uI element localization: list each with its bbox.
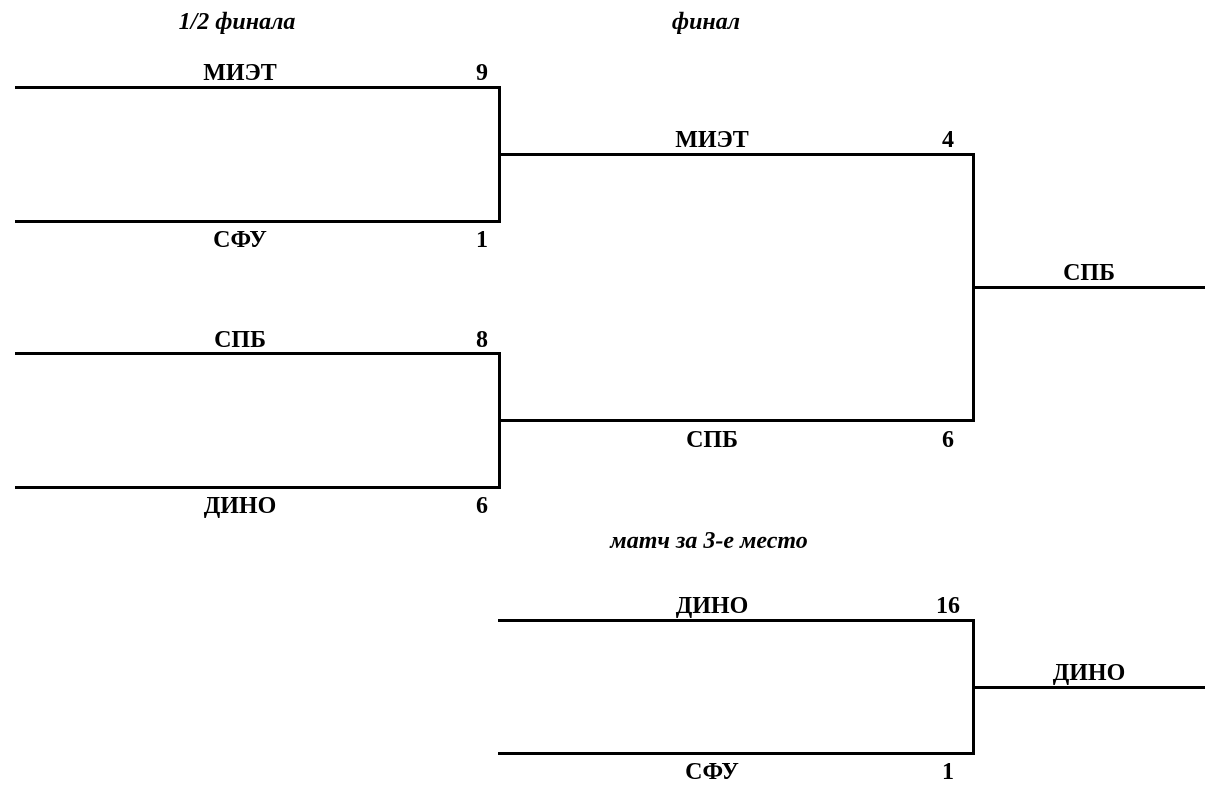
semifinal-2-top-line <box>15 352 501 355</box>
final-bottom-score: 6 <box>942 427 954 453</box>
semifinal-2-top-score: 8 <box>476 327 488 353</box>
third-place-winner-team: ДИНО <box>1052 660 1126 686</box>
final-top-line <box>498 153 975 156</box>
semifinal-1-bottom-team: СФУ <box>213 227 267 253</box>
third-place-top-score: 16 <box>936 593 960 619</box>
semifinal-1-top-team: МИЭТ <box>203 60 277 86</box>
semifinal-2-top-team: СПБ <box>214 327 266 353</box>
semifinal-2-bottom-score: 6 <box>476 493 488 519</box>
final-bottom-line <box>498 419 975 422</box>
final-winner-team: СПБ <box>1063 260 1115 286</box>
semifinal-heading: 1/2 финала <box>178 9 296 35</box>
third-place-bottom-score: 1 <box>942 759 954 785</box>
third-place-top-team: ДИНО <box>675 593 749 619</box>
semifinal-2-bottom-line <box>15 486 501 489</box>
third-place-winner-line <box>972 686 1205 689</box>
third-place-top-line <box>498 619 975 622</box>
final-top-score: 4 <box>942 127 954 153</box>
final-top-team: МИЭТ <box>675 127 749 153</box>
final-bottom-team: СПБ <box>686 427 738 453</box>
final-winner-line <box>972 286 1205 289</box>
semifinal-1-bottom-score: 1 <box>476 227 488 253</box>
semifinal-1-top-line <box>15 86 501 89</box>
semifinal-2-bottom-team: ДИНО <box>203 493 277 519</box>
third-place-bottom-team: СФУ <box>685 759 739 785</box>
semifinal-1-bottom-line <box>15 220 501 223</box>
third-place-bottom-line <box>498 752 975 755</box>
final-heading: финал <box>671 9 741 35</box>
semifinal-1-top-score: 9 <box>476 60 488 86</box>
third-place-heading: матч за 3-е место <box>610 528 808 554</box>
